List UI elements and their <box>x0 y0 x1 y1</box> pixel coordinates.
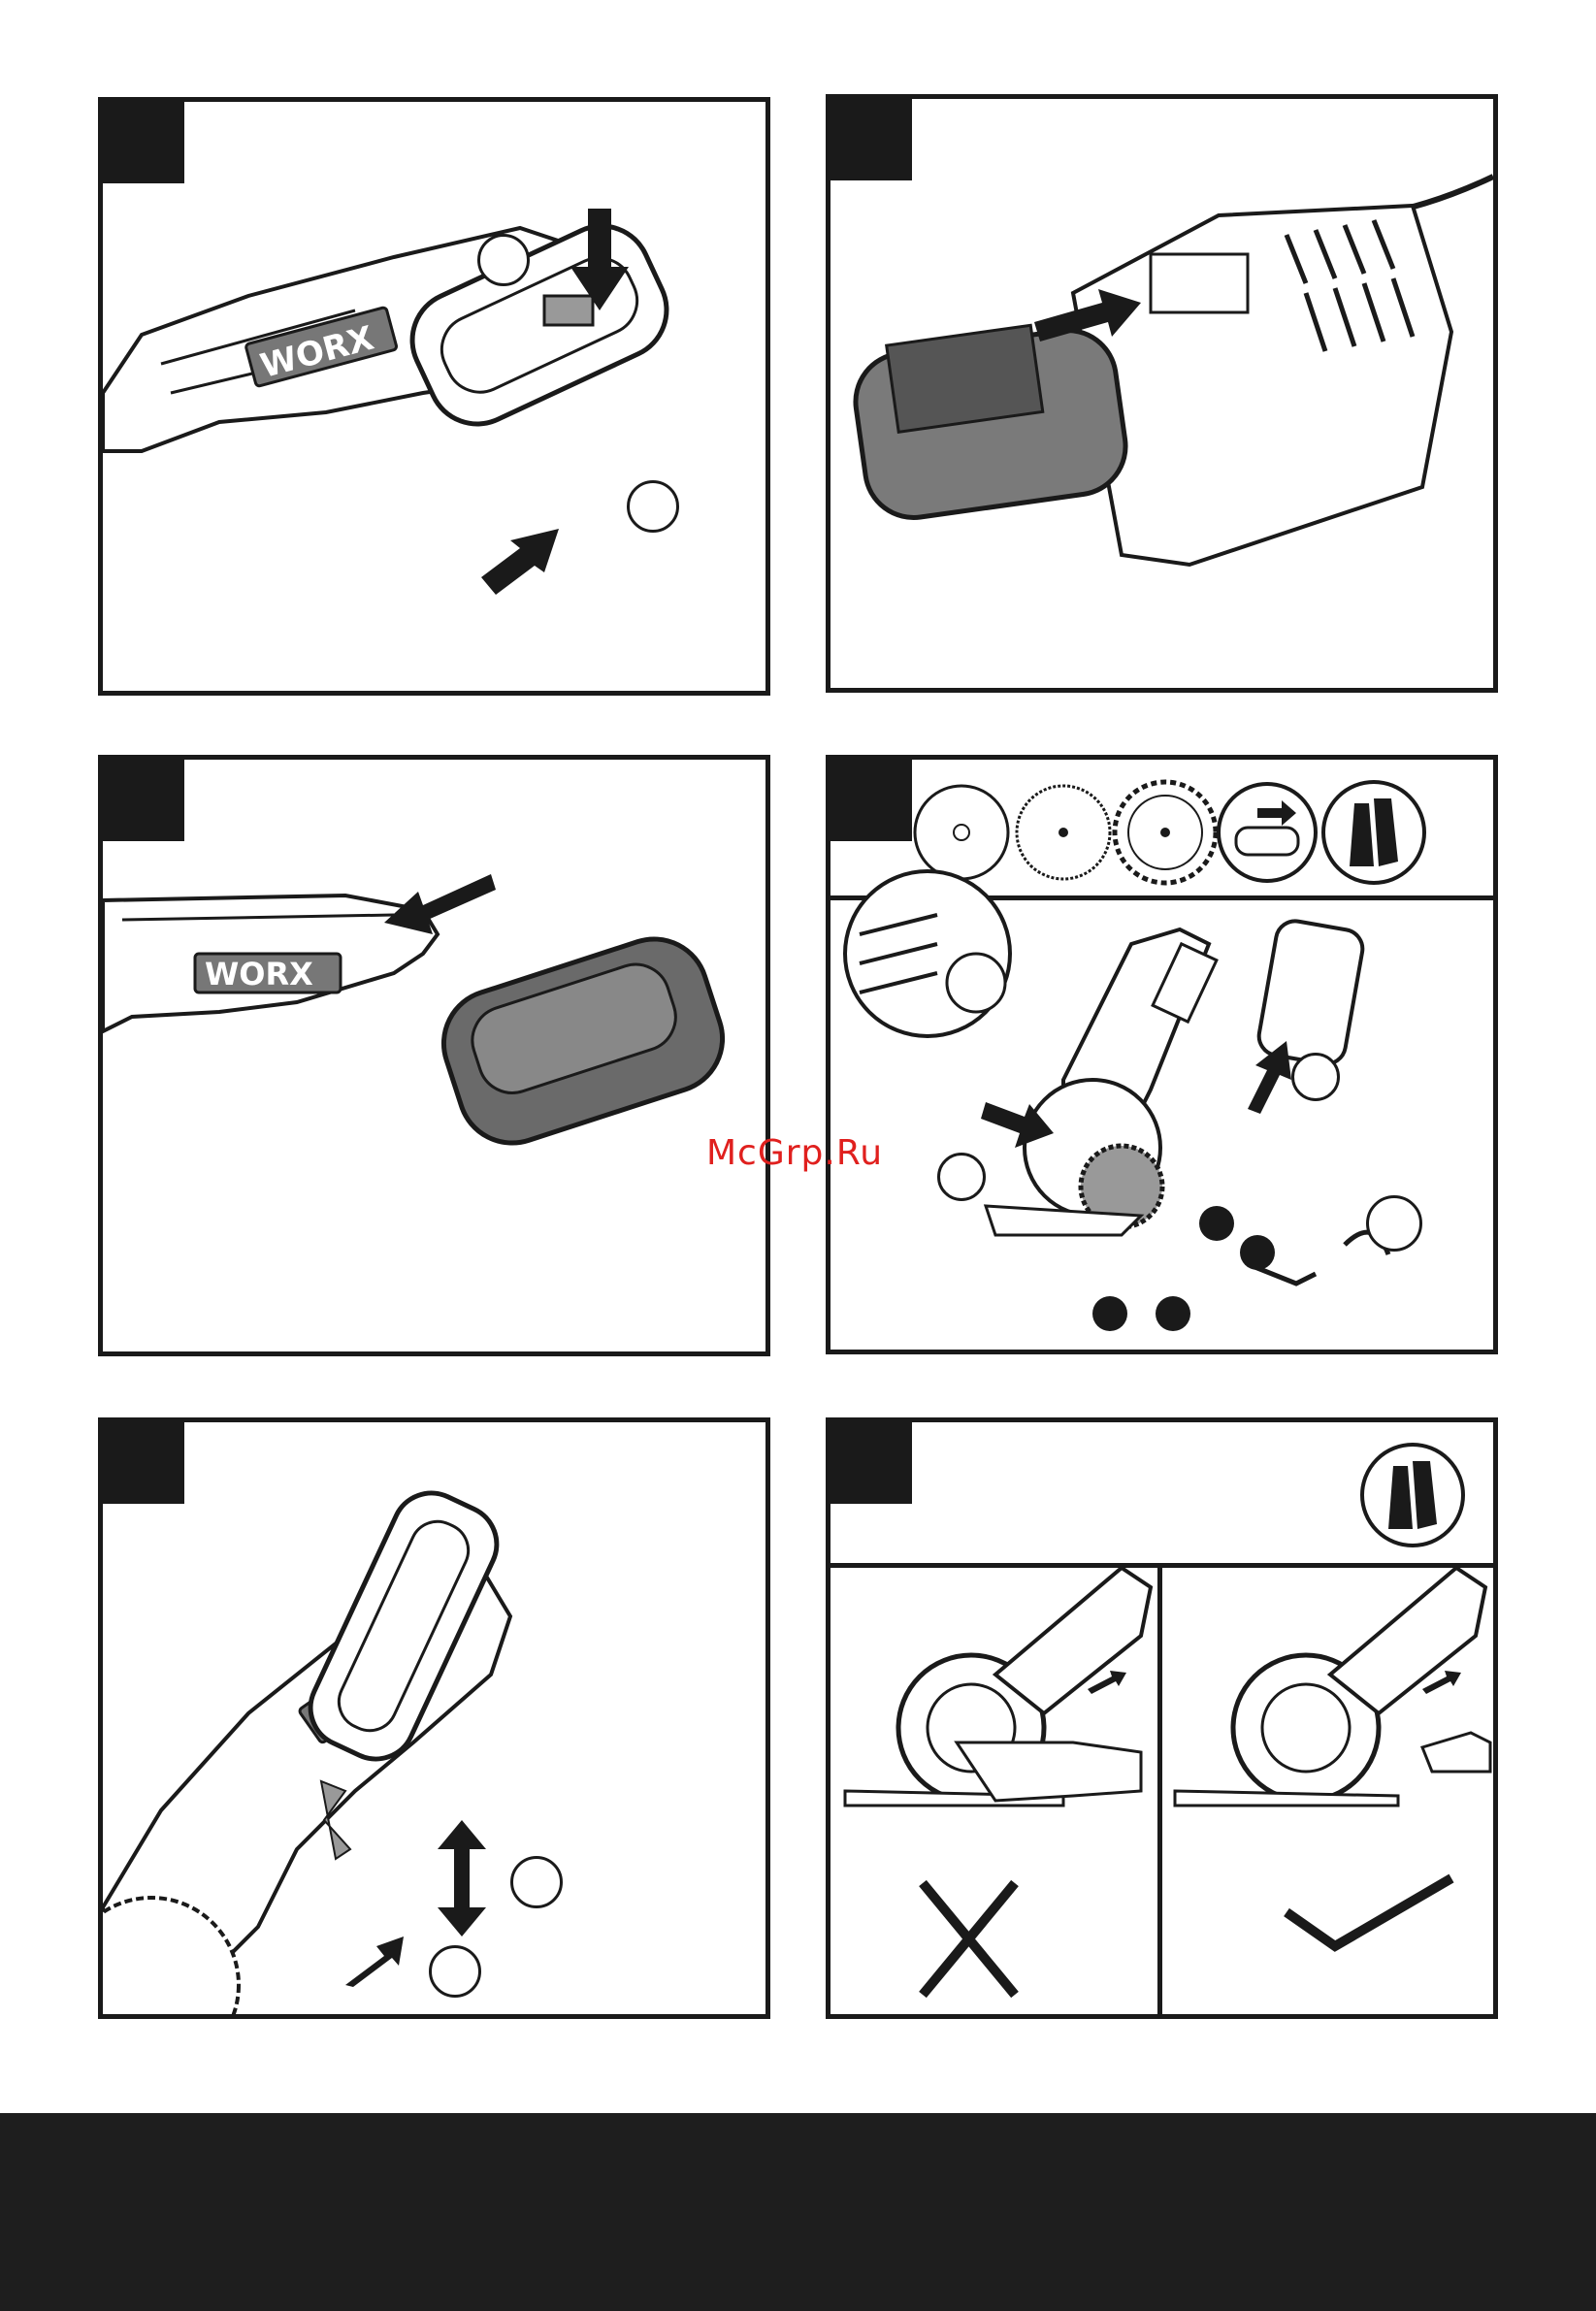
panel-f <box>826 1417 1498 2019</box>
depth-adjust-icon: WORX <box>103 1422 765 2014</box>
callout-e2-circle <box>429 1945 481 1998</box>
correct-check-icon <box>1287 1878 1451 1946</box>
step-dot-3 <box>1092 1296 1127 1331</box>
callout-2-circle <box>627 480 679 533</box>
charger-illustration <box>831 99 1493 688</box>
saw-battery-remove-illustration: WORX <box>103 760 765 1351</box>
watermark: McGrp.Ru <box>706 1133 883 1173</box>
blade-types-icon <box>831 760 1493 1350</box>
gloves-icon <box>1362 1445 1463 1546</box>
callout-d3-circle <box>1366 1195 1422 1252</box>
panel-b <box>826 94 1498 693</box>
callout-d2-circle <box>937 1153 986 1201</box>
svg-text:WORX: WORX <box>205 956 313 993</box>
handling-illustration <box>831 1422 1493 2014</box>
step-dot-1 <box>1199 1206 1234 1241</box>
panel-a: WORX <box>98 97 770 696</box>
gloves-icon <box>1323 782 1424 883</box>
callout-1-circle <box>477 234 530 286</box>
saw-battery-insert-illustration: WORX <box>103 102 765 691</box>
step-dot-4 <box>1156 1296 1190 1331</box>
callout-d1-circle <box>1291 1053 1340 1101</box>
callout-e1-circle <box>510 1856 563 1908</box>
step-dot-2 <box>1240 1235 1275 1270</box>
panel-d <box>826 755 1498 1354</box>
footer-bar <box>0 2113 1596 2311</box>
panel-c: WORX <box>98 755 770 1356</box>
wrong-x-icon <box>923 1883 1015 1995</box>
panel-e: WORX <box>98 1417 770 2019</box>
